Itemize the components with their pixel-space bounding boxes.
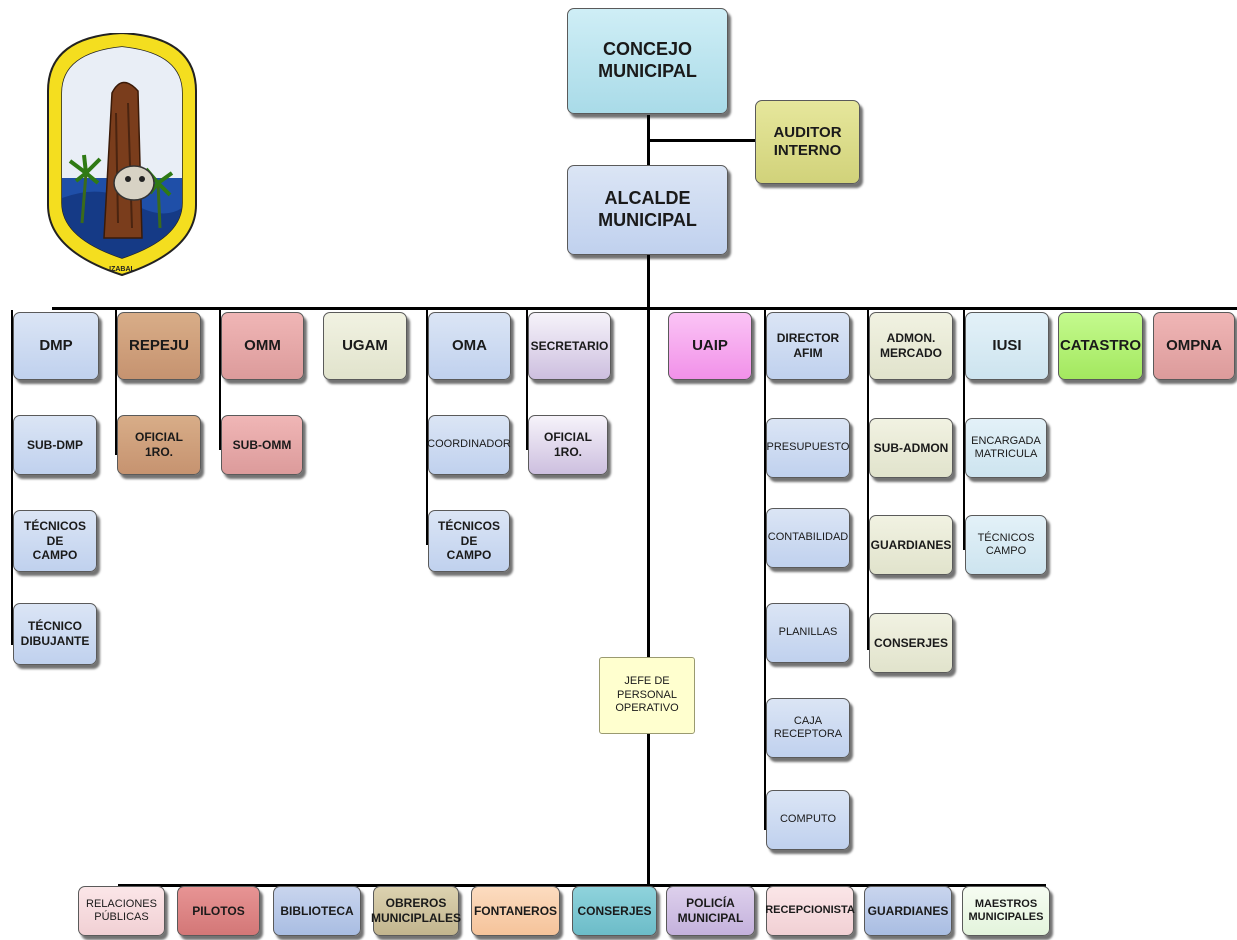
box-tecnicos-campo-oma: TÉCNICOS DE CAMPO <box>428 510 510 572</box>
box-concejo-municipal: CONCEJO MUNICIPAL <box>567 8 728 114</box>
box-policia-municipal: POLICÍA MUNICIPAL <box>666 886 755 936</box>
box-auditor-interno: AUDITOR INTERNO <box>755 100 860 184</box>
box-maestros-municipales: MAESTROS MUNICIPALES <box>962 886 1050 936</box>
box-oma: OMA <box>428 312 511 380</box>
line-oma-spine <box>426 310 428 545</box>
box-oficial-repeju: OFICIAL 1RO. <box>117 415 201 475</box>
box-omm: OMM <box>221 312 304 380</box>
box-iusi: IUSI <box>965 312 1049 380</box>
box-biblioteca: BIBLIOTECA <box>273 886 361 936</box>
line-afim-spine <box>764 310 766 830</box>
line-omm-spine <box>219 310 221 450</box>
line-bottom-bus <box>118 884 1046 887</box>
line-auditor <box>648 139 756 142</box>
box-conserjes: CONSERJES <box>572 886 657 936</box>
box-oficial-secretario: OFICIAL 1RO. <box>528 415 608 475</box>
box-sub-admon: SUB-ADMON <box>869 418 953 478</box>
line-dept-bus <box>52 307 1237 310</box>
line-mercado-spine <box>867 310 869 650</box>
box-conserjes-mercado: CONSERJES <box>869 613 953 673</box>
box-tecnicos-campo-iusi: TÉCNICOS CAMPO <box>965 515 1047 575</box>
box-obreros-municipales: OBREROS MUNICIPLALES <box>371 886 461 936</box>
line-repeju-spine <box>115 310 117 455</box>
line-secretario-spine <box>526 310 528 450</box>
box-computo: COMPUTO <box>766 790 850 850</box>
box-secretario: SECRETARIO <box>528 312 611 380</box>
box-repeju: REPEJU <box>117 312 201 380</box>
box-tecnico-dibujante: TÉCNICO DIBUJANTE <box>13 603 97 665</box>
box-jefe-personal-operativo: JEFE DE PERSONAL OPERATIVO <box>599 657 695 734</box>
box-dmp: DMP <box>13 312 99 380</box>
box-alcalde-municipal: ALCALDE MUNICIPAL <box>567 165 728 255</box>
line-iusi-spine <box>963 310 965 550</box>
municipal-seal-logo: IZABAL <box>47 33 197 277</box>
box-sub-dmp: SUB-DMP <box>13 415 97 475</box>
box-caja-receptora: CAJA RECEPTORA <box>766 698 850 758</box>
line-alcalde-trunk <box>647 255 650 887</box>
box-relaciones-publicas: RELACIONES PÚBLICAS <box>78 886 165 936</box>
box-ugam: UGAM <box>323 312 407 380</box>
box-admon-mercado: ADMON. MERCADO <box>869 312 953 380</box>
box-catastro: CATASTRO <box>1058 312 1143 380</box>
box-pilotos: PILOTOS <box>177 886 260 936</box>
box-guardianes: GUARDIANES <box>864 886 952 936</box>
box-director-afim: DIRECTOR AFIM <box>766 312 850 380</box>
box-tecnicos-campo-dmp: TÉCNICOS DE CAMPO <box>13 510 97 572</box>
box-recepcionista: RECEPCIONISTA <box>765 886 855 936</box>
box-guardianes-mercado: GUARDIANES <box>869 515 953 575</box>
box-ompna: OMPNA <box>1153 312 1235 380</box>
box-uaip: UAIP <box>668 312 752 380</box>
box-encargada-matricula: ENCARGADA MATRICULA <box>965 418 1047 478</box>
box-planillas: PLANILLAS <box>766 603 850 663</box>
box-contabilidad: CONTABILIDAD <box>766 508 850 568</box>
line-dmp-spine <box>11 310 13 645</box>
box-coordinador: COORDINADOR <box>427 415 511 475</box>
svg-text:IZABAL: IZABAL <box>109 266 135 273</box>
box-fontaneros: FONTANEROS <box>471 886 560 936</box>
box-presupuesto: PRESUPUESTO <box>766 418 850 478</box>
box-sub-omm: SUB-OMM <box>221 415 303 475</box>
